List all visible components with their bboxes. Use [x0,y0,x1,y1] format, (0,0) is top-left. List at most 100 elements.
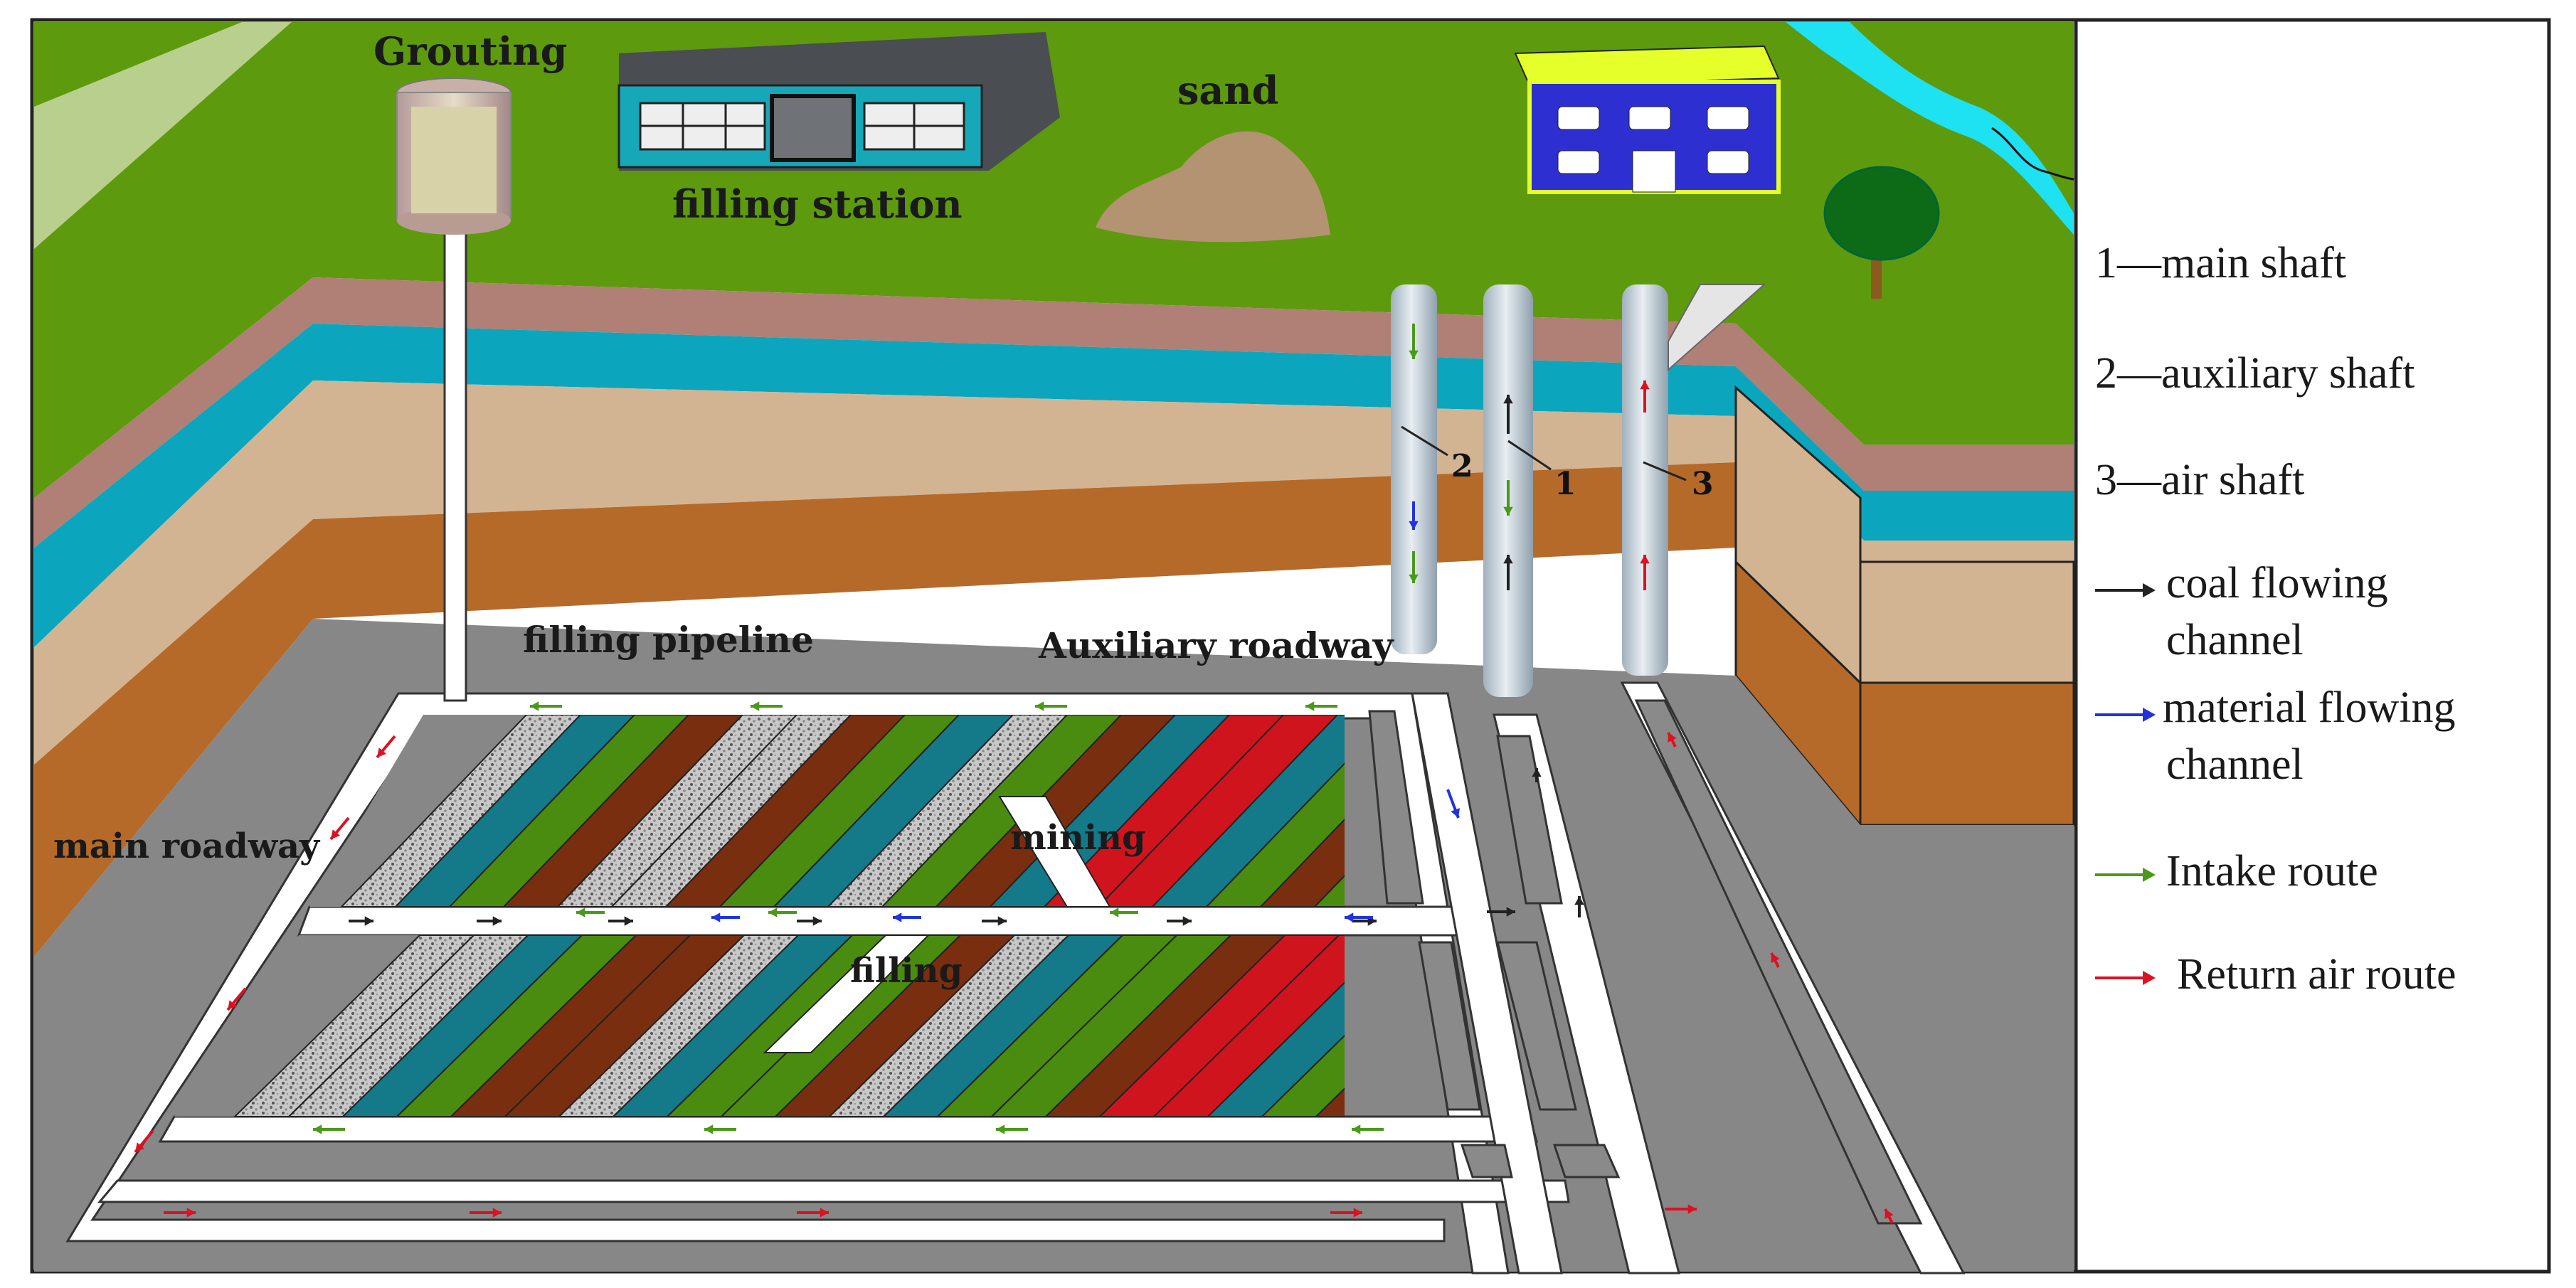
flow-arrow-head [135,1142,145,1152]
stratum-cyan [34,324,2074,647]
coal-seam-stripe [233,935,476,1117]
flow-arrow-head [1506,907,1515,917]
flow-arrow-head [492,916,502,926]
flow-arrow-head [1640,380,1650,390]
coal-seam-stripe [826,715,1069,907]
coal-seam-stripe [1152,935,1345,1117]
flow-arrow-head [768,908,778,917]
flow-arrow-head [1345,912,1354,922]
office-building-icon [1514,45,1781,194]
flow-arrow-head [1182,916,1192,926]
auxiliary-shaft [1391,284,1437,654]
coal-seam-stripe [880,715,1123,907]
flow-arrow-head [530,701,539,711]
flow-arrow-head [1640,555,1650,564]
flow-arrow-head [331,829,341,839]
sand-label: sand [1177,68,1279,113]
mining-face [998,796,1111,907]
surface-road [34,22,292,249]
coal-seam-stripe [1258,715,1345,907]
river-line [1991,127,2074,181]
stratum-orange [34,462,2074,957]
flow-arrow-head [1352,1124,1361,1134]
flow-arrow-head [820,1208,829,1218]
coal-seam-stripe [1150,715,1345,907]
flow-arrow-head [1451,808,1460,818]
flow-arrow-head [1532,768,1542,777]
coal-seam-stripe [1204,715,1345,907]
coal-seam-stripe [393,715,637,907]
stratum-pink [34,277,2074,548]
legend-arrows [2095,583,2156,985]
coal-seam-stripe [1260,935,1345,1117]
flow-arrow-head [364,916,373,926]
shaft-number-2: 2 [1451,448,1473,484]
flow-arrow-head [1574,896,1584,905]
flow-arrow-head [492,1208,502,1218]
coal-seam-stripe [1044,935,1287,1117]
flow-arrows [134,324,1894,1224]
legend-coal-line1: coal flowing [2166,559,2388,607]
main-roadway-label: main roadway [53,826,320,866]
coal-seam-stripe [935,935,1179,1117]
shaft-number-3: 3 [1692,466,1714,502]
coal-seam-stripe [447,715,691,907]
stratum-tan [34,380,2074,765]
coal-seam-stripe [611,935,854,1117]
coal-seam-stripe [718,715,961,907]
flow-arrow-head [1687,1204,1697,1214]
filling-pipeline-label: filling pipeline [523,619,814,661]
sand-pile-icon [1096,131,1330,243]
legend-air-shaft: 3—air shaft [2095,456,2305,504]
flow-arrow-head [624,916,633,926]
filling-station-icon [618,32,1060,171]
auxiliary-roadway-label: Auxiliary roadway [1039,624,1394,666]
flow-arrow-head [228,1000,238,1010]
flow-arrow-head [997,916,1007,926]
coal-seam-stripe [934,715,1177,907]
flow-arrow-head [1503,395,1513,404]
coal-seam-stripe [556,715,799,907]
flow-arrow-head [1771,953,1780,963]
coal-seam-stripe [1098,935,1341,1117]
legend-coal-line2: channel [2166,616,2304,664]
filling-face [763,935,931,1053]
flow-arrow-head [1035,701,1044,711]
grouting-label: Grouting [373,28,568,74]
coal-seam-stripe [827,935,1071,1117]
coal-seam-stripe [502,715,745,907]
flow-arrow-head [1885,1209,1894,1219]
filling-pipeline [443,230,467,702]
coal-seam-stripe [287,935,530,1117]
flow-arrow-head [711,912,721,922]
flow-arrow-head [1668,733,1677,743]
grouting-tank-icon [396,78,512,235]
flow-arrow-head [576,908,585,917]
flow-arrow-head [812,916,822,926]
legend-auxiliary-shaft: 2—auxiliary shaft [2095,349,2415,398]
coal-seam-stripe [881,935,1125,1117]
flow-arrow-head [186,1208,196,1218]
coal-seam-stripe [557,935,800,1117]
flow-arrow-head [1503,555,1513,564]
coal-seam-stripe [339,715,583,907]
flow-arrow-head [1353,1208,1362,1218]
filling-station-label: filling station [672,181,963,227]
flow-arrow-head [751,701,760,711]
air-shaft [1622,284,1668,676]
legend-material-line2: channel [2166,740,2304,789]
coal-seam-stripe [772,715,1015,907]
coal-seam-stripe [341,935,584,1117]
tree-icon [1823,166,1940,299]
flow-arrow-head [1110,908,1119,917]
flow-arrow-head [704,1124,714,1134]
flow-arrow-head [1409,574,1419,583]
flow-arrow-head [1409,350,1419,359]
river-icon [1786,22,2074,235]
flow-arrow-head [893,912,902,922]
coal-seam-stripe [610,715,853,907]
filling-label: filling [850,951,963,991]
coal-seam-stripe [449,935,692,1117]
